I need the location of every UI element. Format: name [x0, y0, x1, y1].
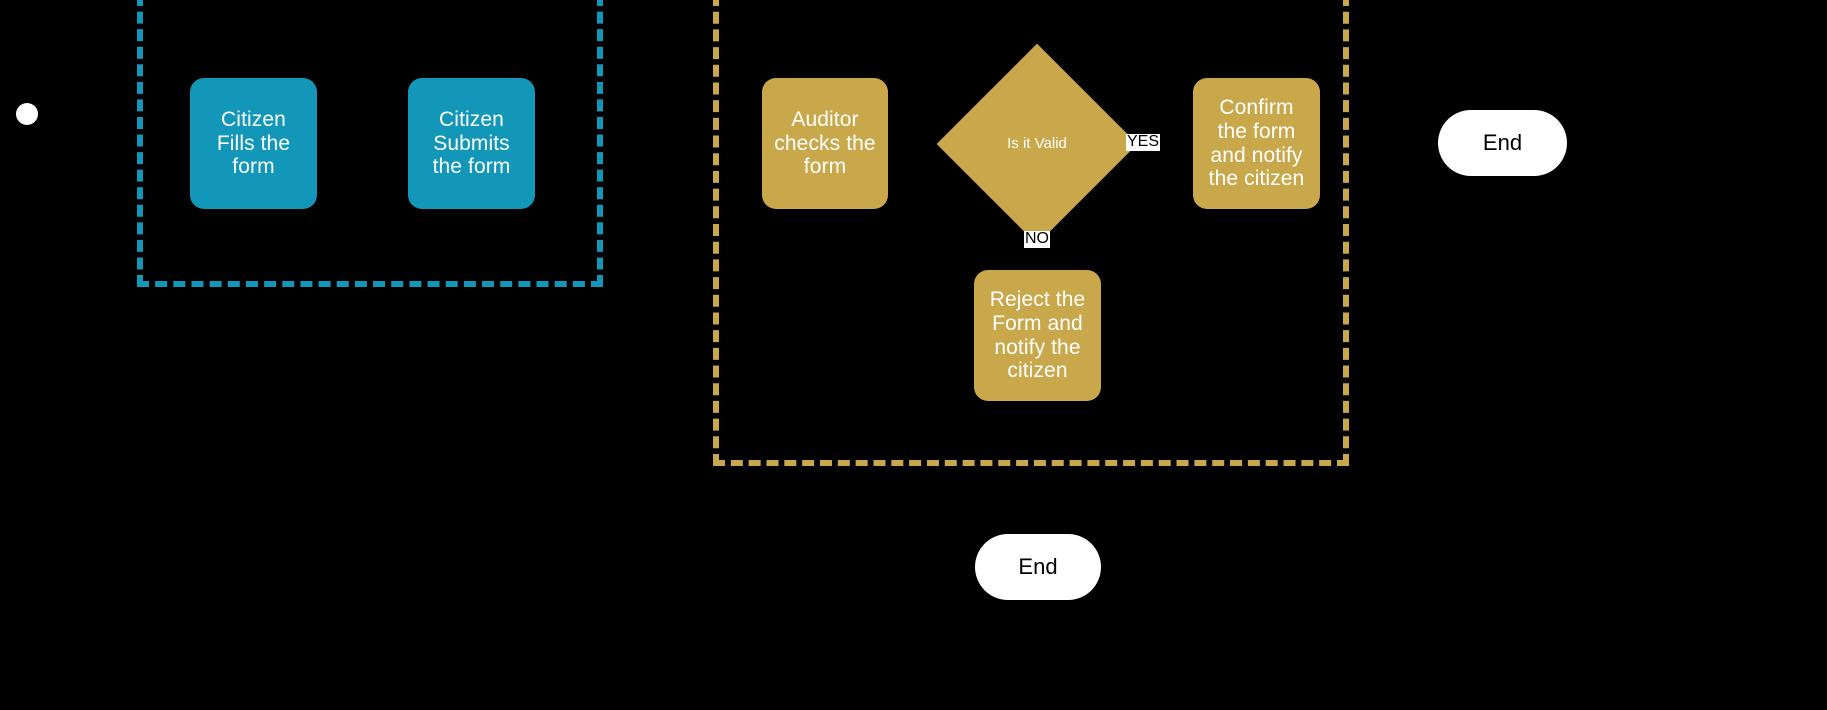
node-auditor-checks-the-form[interactable]: Auditor checks the form: [762, 78, 888, 209]
node-label: Confirm the form and notify the citizen: [1208, 96, 1305, 191]
end-node-label: End: [1018, 554, 1058, 579]
node-label: Auditor checks the form: [774, 108, 876, 179]
node-label: Reject the Form and notify the citizen: [989, 288, 1086, 383]
start-node[interactable]: [16, 103, 38, 125]
node-citizen-fills-the-form[interactable]: Citizen Fills the form: [190, 78, 317, 209]
node-label: Is it Valid: [1007, 135, 1067, 153]
node-reject-the-form-and-notify-the-citizen[interactable]: Reject the Form and notify the citizen: [974, 270, 1101, 401]
end-node-bottom[interactable]: End: [975, 534, 1101, 600]
end-node-label: End: [1482, 130, 1523, 155]
node-is-it-valid-decision[interactable]: Is it Valid: [936, 43, 1138, 245]
edge-label-no: NO: [1024, 230, 1050, 248]
node-label: Citizen Fills the form: [216, 108, 291, 179]
edge-label-yes: YES: [1126, 133, 1161, 151]
citizen-swimlane: [137, 0, 603, 287]
node-citizen-submits-the-form[interactable]: Citizen Submits the form: [408, 78, 535, 209]
node-confirm-the-form-and-notify-the-citizen[interactable]: Confirm the form and notify the citizen: [1193, 78, 1320, 209]
end-node-right[interactable]: End: [1438, 110, 1567, 176]
auditor-swimlane: [713, 0, 1349, 466]
node-label: Citizen Submits the form: [432, 108, 511, 179]
